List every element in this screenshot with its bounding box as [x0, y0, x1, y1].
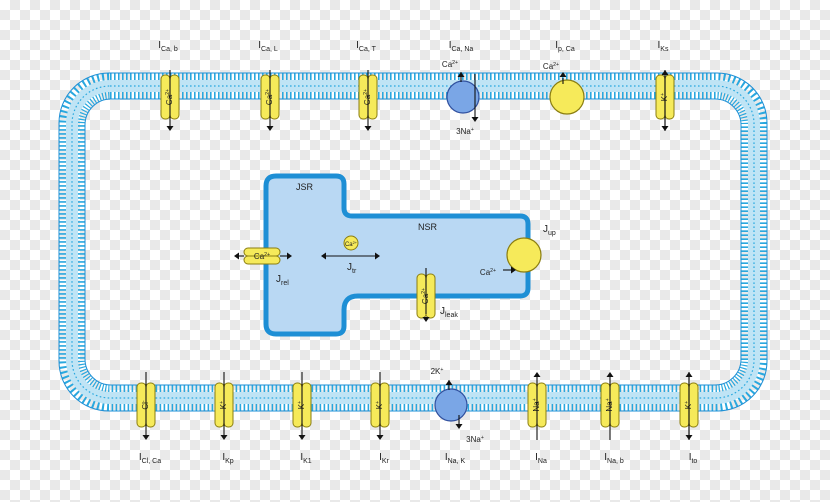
flux-rel: Ca2+ Jrel	[234, 247, 292, 287]
arrow-head	[234, 252, 239, 260]
top-current-3: ICa, Na Ca2+ 3Na+	[442, 40, 480, 136]
bottom-current-2: IK1K+	[292, 372, 312, 465]
bottom-current-3: IKr K+	[370, 372, 390, 465]
ion-channel: Ca2+	[243, 247, 281, 265]
current-label: IKp	[222, 452, 233, 465]
pump-ion: Ca2+	[543, 62, 559, 71]
ion-channel: K+	[370, 382, 390, 428]
arrow-head	[142, 435, 150, 440]
arrow-head	[455, 424, 463, 429]
flux-leak: Ca2+ Jleak	[416, 268, 458, 322]
bottom-current-0: ICl, CaCl-	[136, 372, 161, 465]
arrow-head	[298, 435, 306, 440]
current-label: INa, K	[445, 452, 466, 465]
arrow-head	[533, 372, 541, 377]
current-label: ICl, Ca	[139, 452, 161, 465]
current-label: ICa, T	[356, 40, 376, 53]
ion-channel: Ca2+	[416, 273, 436, 319]
sarcoplasmic-reticulum: JSR NSR	[263, 173, 531, 337]
current-label: Ito	[689, 452, 698, 465]
current-label: Ip, Ca	[555, 40, 575, 53]
arrow-head	[266, 126, 274, 131]
arrow-head	[375, 252, 380, 260]
channel-ion-label: Ca2+	[254, 252, 270, 261]
arrow-head	[685, 372, 693, 377]
arrow-head	[471, 117, 479, 122]
bottom-current-6: INa, bNa+	[600, 372, 624, 465]
top-current-4: Ip, Ca Ca2+	[543, 40, 585, 115]
flux-tr: Ca2+ Jtr	[321, 235, 380, 275]
current-label: INa, b	[604, 452, 624, 465]
cell-membrane	[58, 72, 768, 412]
arrow-head	[287, 252, 292, 260]
exchanger-top-ion: Ca2+	[442, 60, 458, 69]
flux-up-label: Jup	[543, 224, 556, 237]
bottom-current-5: INaNa+	[527, 372, 547, 465]
top-current-0: ICa, bCa2+	[158, 40, 180, 131]
arrow-head	[559, 72, 567, 77]
exchanger-top-ion: 2K+	[431, 367, 444, 376]
ion-circle	[343, 235, 359, 251]
arrow-head	[376, 435, 384, 440]
arrow-head	[166, 126, 174, 131]
bottom-current-1: IKpK+	[214, 372, 234, 465]
flux-up: Ca2+ Jup	[480, 224, 556, 277]
exchanger-bottom-ion: 3Na+	[456, 127, 474, 136]
flux-up-ion: Ca2+	[480, 268, 496, 277]
exchanger-protein	[434, 388, 468, 422]
top-current-2: ICa, TCa2+	[356, 40, 378, 131]
exchanger-protein	[446, 80, 480, 114]
current-label: IK1	[300, 452, 311, 465]
current-label: ICa, L	[258, 40, 278, 53]
flux-tr-ion: Ca2+	[345, 240, 358, 248]
flux-leak-label: Jleak	[440, 306, 458, 319]
arrow-head	[445, 380, 453, 385]
flux-rel-label: Jrel	[276, 274, 289, 287]
current-label: INa	[535, 452, 547, 465]
arrow-head	[606, 372, 614, 377]
arrow-head	[661, 70, 669, 75]
top-currents: ICa, bCa2+ICa, LCa2+ICa, TCa2+ICa, NaCa2…	[158, 40, 675, 136]
current-label: IKr	[379, 452, 389, 465]
arrow-head	[220, 435, 228, 440]
jsr-label: JSR	[296, 182, 314, 192]
top-current-5: IKsK+	[655, 40, 675, 131]
flux-tr-label: Jtr	[347, 262, 357, 275]
current-label: IKs	[658, 40, 669, 53]
exchanger-bottom-ion: 3Na+	[466, 435, 484, 444]
channel-bottom-subunit	[243, 255, 281, 265]
bottom-current-7: ItoK+	[679, 372, 699, 465]
arrow-head	[364, 126, 372, 131]
bottom-currents: ICl, CaCl-IKpK+IK1K+IKrK+INa, K2K+3Na+IN…	[136, 367, 699, 465]
arrow-head	[422, 317, 430, 322]
arrow-head	[511, 266, 516, 274]
current-label: ICa, b	[158, 40, 178, 53]
arrow-head	[321, 252, 326, 260]
bottom-current-4: INa, K 2K+ 3Na+	[431, 367, 484, 465]
top-current-1: ICa, LCa2+	[258, 40, 280, 131]
pump-protein	[549, 79, 585, 115]
nsr-label: NSR	[418, 222, 438, 232]
current-label: ICa, Na	[449, 40, 474, 53]
arrow-head	[457, 72, 465, 77]
serca-pump	[506, 237, 542, 273]
